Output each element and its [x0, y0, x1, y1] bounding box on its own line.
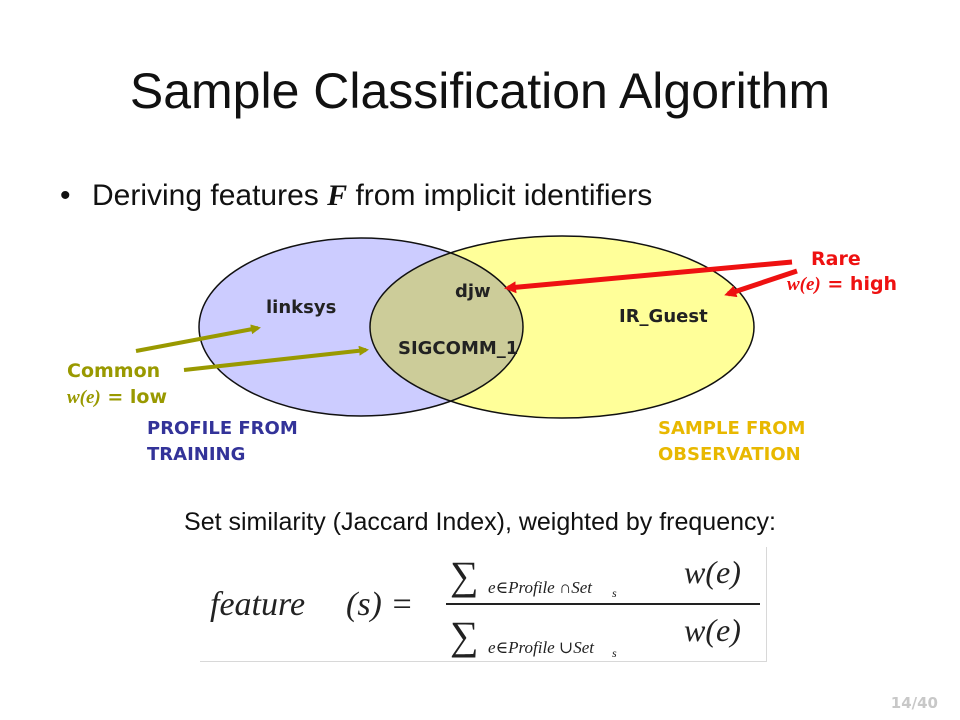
- formula-denominator-sum: ∑: [450, 613, 479, 658]
- page-number: 14/40: [890, 694, 938, 712]
- formula-denominator-subscript-s: s: [612, 646, 617, 660]
- sample-set-label: SAMPLE FROM OBSERVATION: [658, 416, 805, 468]
- common-weight-label: w(e) = low: [67, 386, 167, 409]
- slide-title: Sample Classification Algorithm: [129, 63, 831, 119]
- profile-set-outline: [198, 237, 524, 417]
- profile-label-line1: PROFILE FROM: [147, 418, 298, 439]
- formula-numerator-subscript-s: s: [612, 586, 617, 600]
- bullet-text-after: from implicit identifiers: [347, 179, 653, 212]
- bullet-point: • Deriving features F from implicit ident…: [60, 176, 652, 216]
- bullet-text-before: Deriving features: [92, 179, 328, 212]
- common-arrow-upper: [135, 324, 261, 353]
- similarity-description: Set similarity (Jaccard Index), weighted…: [184, 508, 776, 536]
- formula-lhs-arg: (s) =: [346, 586, 413, 623]
- rare-arrow-long: [504, 259, 793, 294]
- profile-label-line2: TRAINING: [147, 444, 246, 465]
- element-linksys: linksys: [266, 297, 337, 318]
- rare-weight-text: = high: [820, 273, 898, 295]
- formula-image: feature (s) = ∑ e∈Profile ∩Set s w(e) ∑ …: [200, 547, 767, 662]
- formula-numerator-sum: ∑: [450, 553, 479, 598]
- formula-lhs-name: feature: [210, 586, 305, 623]
- element-djw: djw: [455, 281, 491, 302]
- intersection-region: [370, 238, 523, 416]
- element-ir-guest: IR_Guest: [619, 306, 708, 327]
- rare-label: Rare: [811, 248, 861, 270]
- element-sigcomm-1: SIGCOMM_1: [398, 338, 519, 359]
- sample-set-outline: [369, 235, 755, 419]
- rare-arrow-short: [724, 268, 798, 298]
- rare-weight-label: w(e) = high: [787, 273, 897, 296]
- formula-denominator-subscript: e∈Profile ∪Set: [488, 638, 595, 657]
- formula-numerator-term: w(e): [684, 554, 741, 590]
- formula-numerator-subscript: e∈Profile ∩Set: [488, 578, 593, 597]
- sample-label-line2: OBSERVATION: [658, 444, 801, 465]
- common-arrow-lower: [183, 345, 369, 372]
- rare-weight-symbol: w(e): [787, 274, 821, 295]
- common-weight-symbol: w(e): [67, 387, 101, 408]
- bullet-dot: •: [60, 179, 71, 212]
- sample-label-line1: SAMPLE FROM: [658, 418, 806, 439]
- common-label: Common: [67, 360, 161, 382]
- profile-set-label: PROFILE FROM TRAINING: [147, 416, 298, 468]
- common-weight-text: = low: [100, 386, 168, 408]
- bullet-variable: F: [327, 179, 348, 212]
- formula-denominator-term: w(e): [684, 612, 741, 648]
